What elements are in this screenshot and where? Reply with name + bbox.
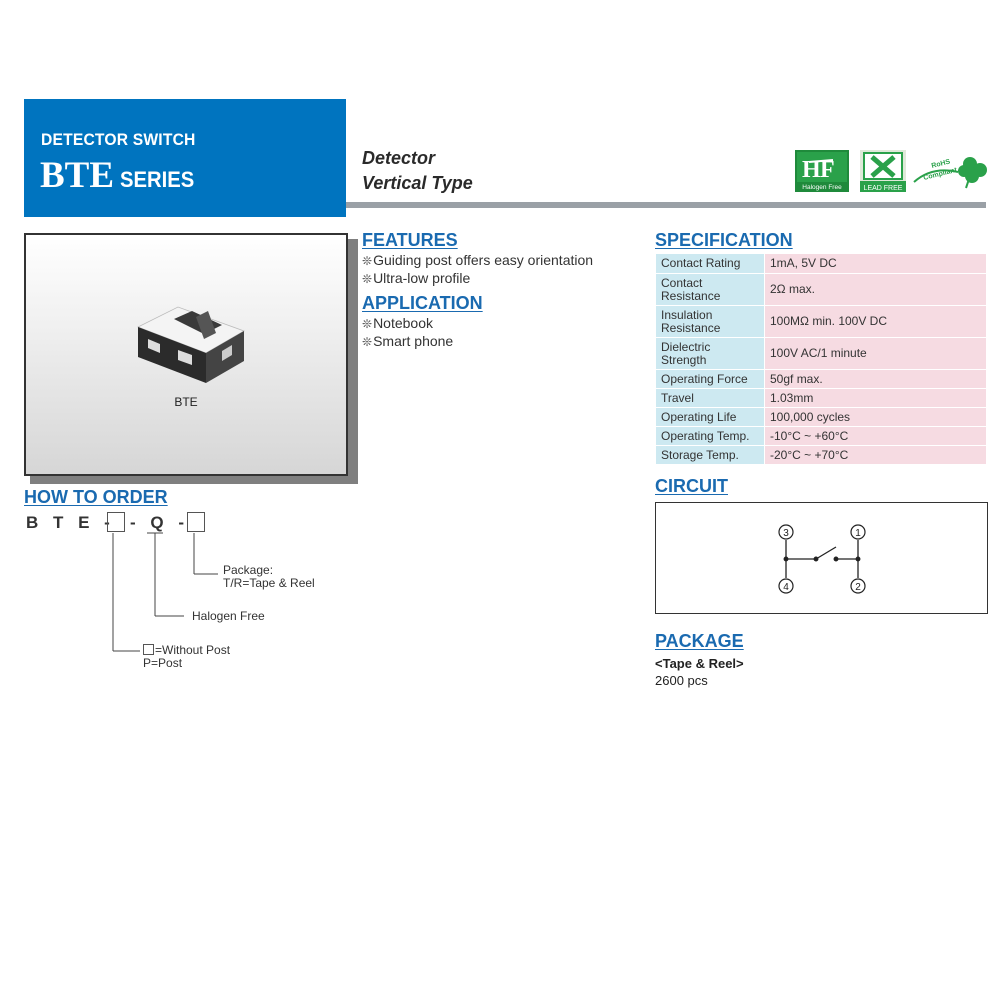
snowflake-bullet-icon: ❊ — [362, 335, 373, 349]
spec-key: Dielectric Strength — [655, 337, 765, 370]
table-row: Operating Life 100,000 cycles — [655, 407, 987, 427]
svg-text:1: 1 — [855, 528, 861, 539]
product-caption: BTE — [174, 395, 198, 409]
spec-value: 100MΩ min. 100V DC — [764, 305, 987, 338]
snowflake-bullet-icon: ❊ — [362, 254, 373, 268]
svg-text:3: 3 — [783, 528, 789, 539]
svg-text:LEAD FREE: LEAD FREE — [864, 185, 903, 192]
table-row: Insulation Resistance 100MΩ min. 100V DC — [655, 305, 987, 338]
lead-free-badge: LEAD FREE — [860, 150, 906, 192]
spec-value: -10°C ~ +60°C — [764, 426, 987, 446]
halogen-free-badge: H F Halogen Free — [795, 150, 849, 192]
spec-key: Operating Life — [655, 407, 765, 427]
blank-box-icon — [143, 644, 154, 655]
svg-text:H: H — [802, 157, 821, 183]
list-item: ❊Ultra-low profile — [362, 270, 471, 286]
model-name: BTE — [40, 155, 115, 196]
svg-text:2: 2 — [855, 582, 861, 593]
package-quantity: 2600 pcs — [655, 673, 708, 688]
circuit-diagram: 3 1 4 2 — [655, 502, 988, 614]
table-row: Contact Resistance 2Ω max. — [655, 273, 987, 306]
halogen-free-icon: H F Halogen Free — [795, 150, 849, 192]
table-row: Contact Rating 1mA, 5V DC — [655, 253, 987, 274]
spec-key: Contact Resistance — [655, 273, 765, 306]
package-title: PACKAGE — [655, 631, 744, 651]
rohs-badge: RoHS Compliant — [912, 148, 988, 192]
series-word: SERIES — [120, 167, 195, 192]
spec-key: Contact Rating — [655, 253, 765, 274]
spec-value: 100,000 cycles — [764, 407, 987, 427]
terminal-1: 1 — [850, 524, 866, 540]
terminal-3: 3 — [778, 524, 794, 540]
snowflake-bullet-icon: ❊ — [362, 272, 373, 286]
type-line-1: Detector — [362, 148, 436, 168]
switch-schematic: 3 1 4 2 — [778, 524, 866, 594]
post-option: =Without Post P=Post — [143, 644, 230, 670]
header-banner — [24, 99, 346, 217]
features-title: FEATURES — [362, 230, 458, 250]
type-line-2: Vertical Type — [362, 173, 473, 193]
list-item: ❊Smart phone — [362, 333, 454, 349]
lead-free-icon: LEAD FREE — [860, 150, 906, 192]
switch-type: Detector Vertical Type — [362, 146, 473, 196]
package-subtitle: <Tape & Reel> — [655, 656, 744, 671]
order-connectors — [112, 532, 218, 652]
code-mid: - Q - — [130, 513, 189, 532]
svg-text:4: 4 — [783, 582, 789, 593]
specification-table: Contact Rating 1mA, 5V DC Contact Resist… — [655, 253, 987, 465]
terminal-4: 4 — [778, 578, 794, 594]
code-prefix: B T E - — [26, 513, 115, 532]
order-code: B T E - — [26, 513, 115, 533]
application-list: ❊Notebook ❊Smart phone — [362, 315, 453, 351]
table-row: Storage Temp. -20°C ~ +70°C — [655, 445, 987, 465]
table-row: Dielectric Strength 100V AC/1 minute — [655, 337, 987, 370]
package-option: Package: T/R=Tape & Reel — [223, 563, 315, 590]
spec-value: 1mA, 5V DC — [764, 253, 987, 274]
table-row: Travel 1.03mm — [655, 388, 987, 408]
list-item: ❊Notebook — [362, 315, 433, 331]
category-title: DETECTOR SWITCH — [41, 130, 196, 149]
spec-value: -20°C ~ +70°C — [764, 445, 987, 465]
spec-value: 2Ω max. — [764, 273, 987, 306]
spec-key: Storage Temp. — [655, 445, 765, 465]
switch-image — [137, 306, 245, 383]
terminal-2: 2 — [850, 578, 866, 594]
post-with-row: P=Post — [143, 656, 183, 670]
code-box-package — [187, 512, 205, 532]
header-rule — [346, 202, 986, 208]
how-to-order-title: HOW TO ORDER — [24, 487, 168, 507]
spec-value: 100V AC/1 minute — [764, 337, 987, 370]
list-item: ❊Guiding post offers easy orientation — [362, 252, 594, 268]
halogen-option: Halogen Free — [192, 609, 265, 623]
snowflake-bullet-icon: ❊ — [362, 317, 373, 331]
svg-text:Compliant: Compliant — [923, 167, 959, 182]
specification-title: SPECIFICATION — [655, 230, 793, 250]
code-box-post — [107, 512, 125, 532]
svg-text:F: F — [820, 157, 835, 183]
table-row: Operating Force 50gf max. — [655, 369, 987, 389]
spec-key: Operating Temp. — [655, 426, 765, 446]
spec-key: Operating Force — [655, 369, 765, 389]
table-row: Operating Temp. -10°C ~ +60°C — [655, 426, 987, 446]
spec-value: 50gf max. — [764, 369, 987, 389]
svg-text:RoHS: RoHS — [931, 158, 952, 169]
post-without-row: =Without Post — [143, 644, 230, 657]
product-photo: BTE — [24, 233, 348, 476]
rohs-clover-icon: RoHS Compliant — [913, 157, 987, 189]
application-title: APPLICATION — [362, 293, 483, 313]
spec-value: 1.03mm — [764, 388, 987, 408]
features-list: ❊Guiding post offers easy orientation ❊U… — [362, 252, 593, 288]
spec-key: Travel — [655, 388, 765, 408]
circuit-title: CIRCUIT — [655, 476, 728, 496]
svg-text:Halogen Free: Halogen Free — [802, 184, 842, 191]
spec-key: Insulation Resistance — [655, 305, 765, 338]
